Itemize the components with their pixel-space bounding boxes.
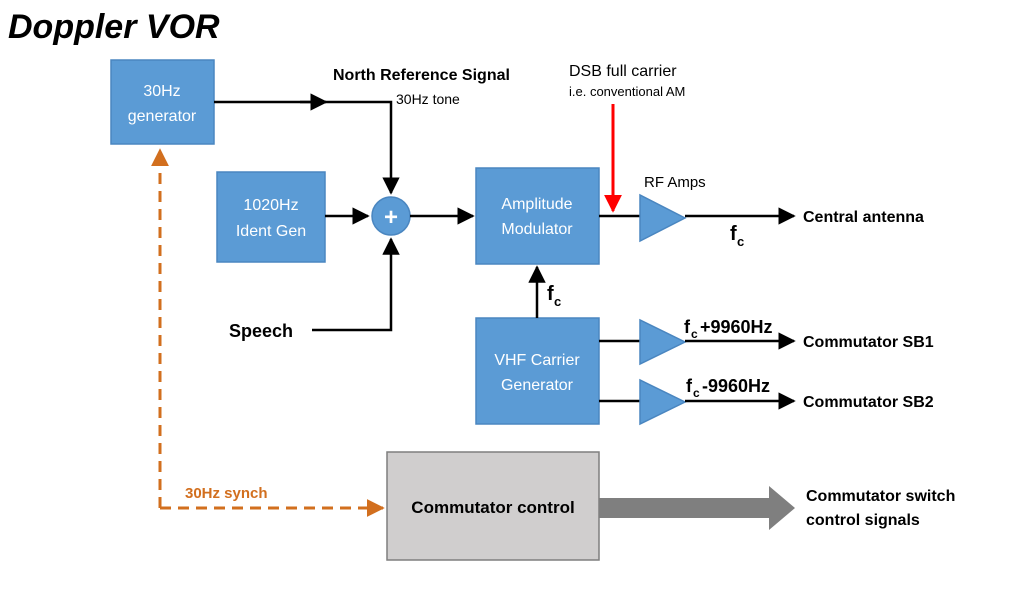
north-ref-line bbox=[214, 100, 400, 195]
fc-plus-label: f c +9960Hz bbox=[684, 317, 773, 341]
commutator-control-label: Commutator control bbox=[411, 498, 574, 517]
generator-30hz-line1: 30Hz bbox=[143, 83, 180, 100]
speech-label: Speech bbox=[229, 321, 293, 341]
vhf-carrier-line2: Generator bbox=[501, 377, 574, 394]
svg-text:f: f bbox=[686, 376, 693, 396]
page-title: Doppler VOR bbox=[8, 8, 220, 46]
vhf-carrier-line1: VHF Carrier bbox=[494, 352, 580, 369]
svg-text:+9960Hz: +9960Hz bbox=[700, 317, 773, 337]
svg-text:c: c bbox=[693, 386, 700, 400]
fc-vhf-label: f c bbox=[547, 283, 561, 309]
north-ref-label: North Reference Signal bbox=[333, 67, 510, 84]
fc-central-label: f c bbox=[730, 223, 744, 249]
synch-label: 30Hz synch bbox=[185, 485, 268, 502]
switch-label-line1: Commutator switch bbox=[806, 488, 955, 505]
commutator-control-block: Commutator control bbox=[386, 451, 600, 561]
ident-gen-line2: Ident Gen bbox=[236, 223, 306, 240]
vhf-carrier-generator-block: VHF Carrier Generator bbox=[475, 317, 600, 425]
svg-text:f: f bbox=[547, 283, 554, 305]
svg-text:-9960Hz: -9960Hz bbox=[702, 376, 770, 396]
rf-amps-label: RF Amps bbox=[644, 174, 706, 191]
amplitude-modulator-block: Amplitude Modulator bbox=[475, 167, 600, 265]
rf-amp-sb2 bbox=[639, 378, 687, 426]
switch-label-line2: control signals bbox=[806, 512, 920, 529]
summer-junction: + bbox=[371, 196, 411, 236]
fc-minus-label: f c -9960Hz bbox=[686, 376, 770, 400]
dsb-sub-label: i.e. conventional AM bbox=[569, 84, 685, 99]
svg-text:c: c bbox=[691, 327, 698, 341]
central-antenna-label: Central antenna bbox=[803, 209, 924, 226]
tone-label: 30Hz tone bbox=[396, 91, 460, 107]
ident-gen-line1: 1020Hz bbox=[243, 197, 298, 214]
rf-amp-central bbox=[639, 193, 687, 243]
generator-30hz-block: 30Hz generator bbox=[110, 59, 215, 145]
svg-text:c: c bbox=[554, 294, 561, 309]
amplitude-modulator-line2: Modulator bbox=[501, 221, 573, 238]
svg-text:f: f bbox=[684, 317, 691, 337]
sb1-label: Commutator SB1 bbox=[803, 334, 934, 351]
ident-gen-block: 1020Hz Ident Gen bbox=[216, 171, 326, 263]
speech-to-summer-arrow bbox=[312, 237, 400, 332]
svg-text:f: f bbox=[730, 223, 737, 245]
generator-30hz-line2: generator bbox=[128, 108, 197, 125]
sb2-label: Commutator SB2 bbox=[803, 394, 934, 411]
dsb-label: DSB full carrier bbox=[569, 63, 677, 80]
svg-text:c: c bbox=[737, 234, 744, 249]
rf-amp-sb1 bbox=[639, 318, 687, 366]
summer-plus: + bbox=[384, 204, 398, 231]
amplitude-modulator-line1: Amplitude bbox=[501, 196, 572, 213]
switch-control-thick-arrow bbox=[599, 486, 795, 530]
